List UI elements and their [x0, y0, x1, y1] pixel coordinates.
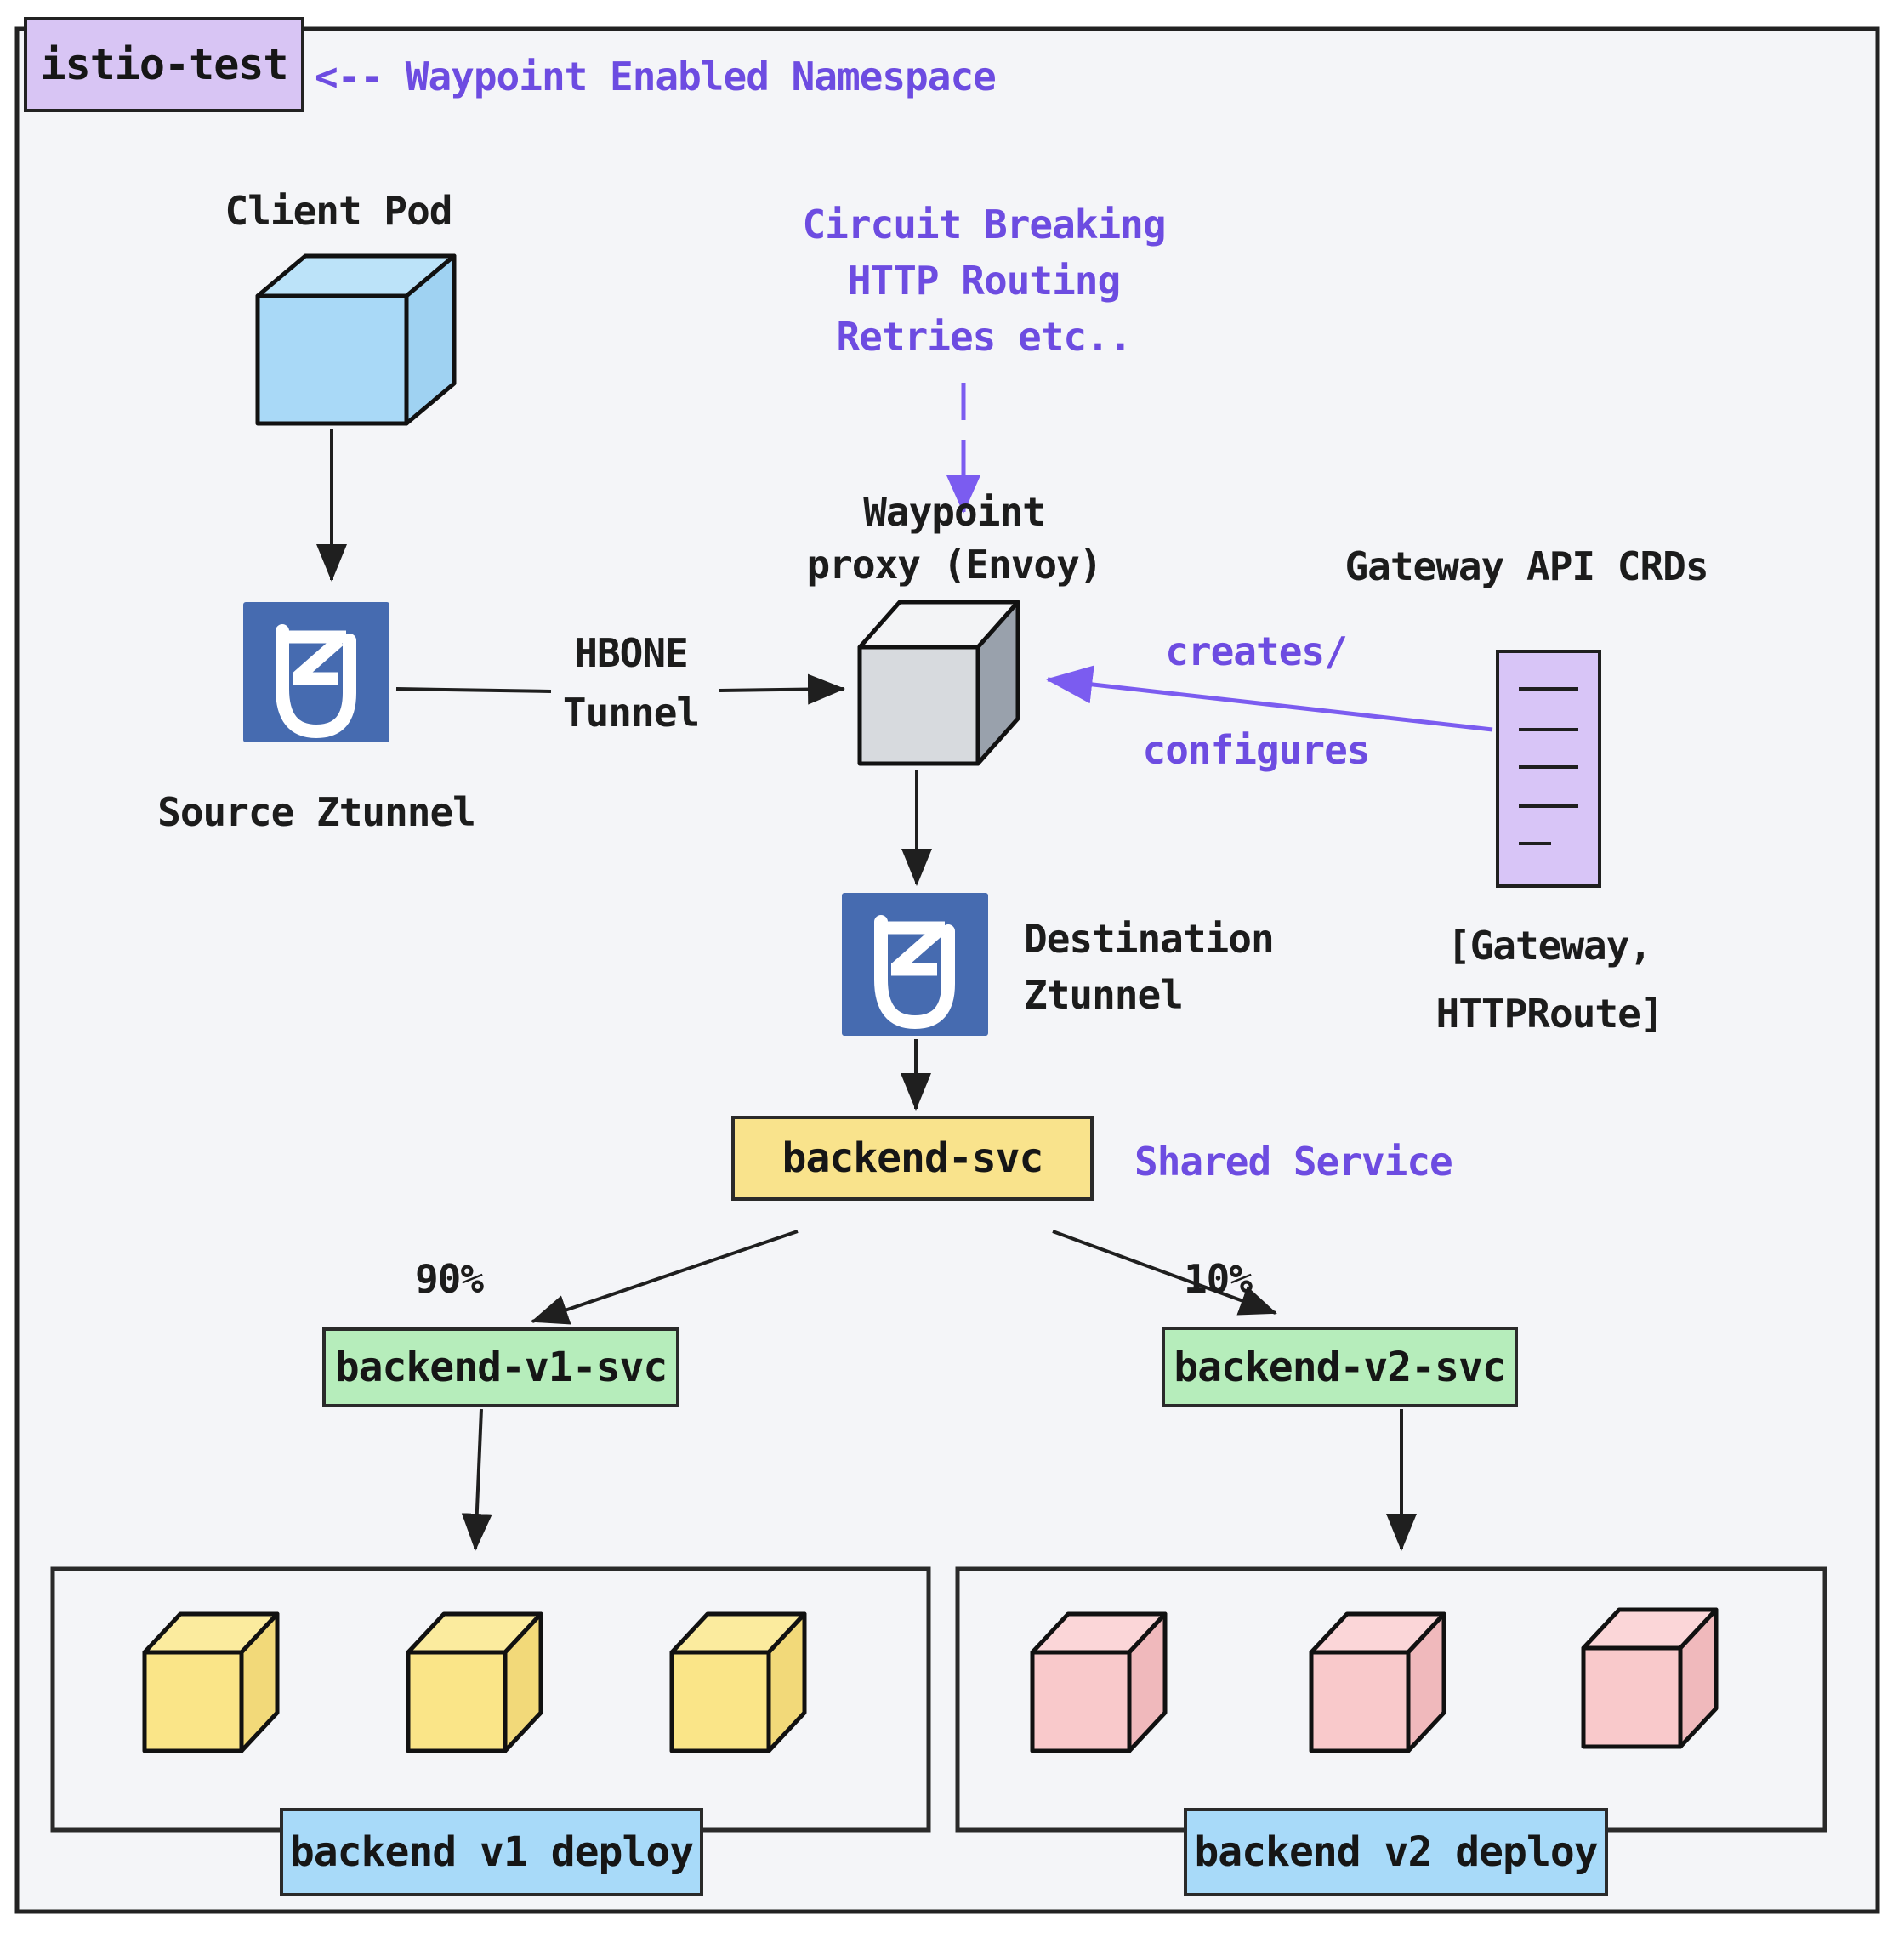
backend-v1-svc-box	[322, 1327, 679, 1407]
gateway-crds-list-line2: HTTPRoute]	[1435, 991, 1664, 1037]
v2-pod-cube-icons	[1030, 1607, 1719, 1753]
namespace-badge-box	[24, 17, 304, 112]
hbone-line-left	[395, 687, 552, 693]
waypoint-label-line1: Waypoint	[863, 489, 1046, 535]
client-pod-cube-icon	[255, 253, 457, 426]
hbone-label-line1: HBONE	[574, 630, 688, 676]
backend-v2-deploy-label-box	[1184, 1808, 1608, 1896]
waypoint-feature-2: HTTP Routing	[847, 258, 1121, 304]
waypoint-feature-3: Retries etc..	[836, 314, 1132, 360]
waypoint-proxy-cube-icon	[857, 600, 1020, 766]
creates-configures-line2: configures	[1142, 727, 1371, 773]
shared-service-note: Shared Service	[1134, 1139, 1453, 1185]
waypoint-label-line2: proxy (Envoy)	[806, 542, 1102, 588]
namespace-badge: istio-test	[40, 40, 288, 89]
backend-v2-svc-box	[1162, 1327, 1518, 1407]
waypoint-feature-1: Circuit Breaking	[802, 202, 1166, 247]
source-ztunnel-istio-icon	[243, 602, 389, 742]
namespace-note: <-- Waypoint Enabled Namespace	[315, 54, 997, 99]
hbone-label-line2: Tunnel	[562, 690, 700, 736]
backend-svc-label: backend-svc	[781, 1134, 1044, 1182]
gateway-crds-title: Gateway API CRDs	[1344, 543, 1708, 589]
backend-v1-svc-label: backend-v1-svc	[334, 1344, 668, 1391]
arrow-v1svc-to-deploy	[461, 1408, 492, 1551]
gateway-crds-document-icon	[1496, 650, 1601, 888]
backend-v2-deploy-label: backend v2 deploy	[1194, 1828, 1598, 1876]
backend-v1-deploy-label-box	[280, 1808, 703, 1896]
arrow-crds-to-waypoint	[1045, 665, 1493, 732]
gateway-crds-list-line1: [Gateway,	[1446, 923, 1652, 969]
destination-ztunnel-istio-icon	[842, 893, 988, 1036]
split-10-label: 10%	[1183, 1256, 1253, 1302]
creates-configures-line1: creates/	[1165, 628, 1348, 674]
arrow-hbone-to-waypoint	[719, 673, 845, 705]
v1-pod-cube-icons	[142, 1611, 807, 1753]
client-pod-label: Client Pod	[225, 188, 453, 234]
split-90-label: 90%	[414, 1256, 484, 1302]
backend-v2-svc-label: backend-v2-svc	[1174, 1343, 1507, 1391]
arrow-split-10	[1052, 1230, 1277, 1316]
backend-v1-deploy-label: backend v1 deploy	[289, 1828, 694, 1876]
backend-svc-box	[731, 1116, 1094, 1201]
arrow-split-90	[531, 1230, 799, 1325]
destination-ztunnel-label-line1: Destination	[1024, 916, 1275, 962]
destination-ztunnel-label-line2: Ztunnel	[1024, 972, 1184, 1018]
source-ztunnel-label: Source Ztunnel	[157, 789, 476, 835]
